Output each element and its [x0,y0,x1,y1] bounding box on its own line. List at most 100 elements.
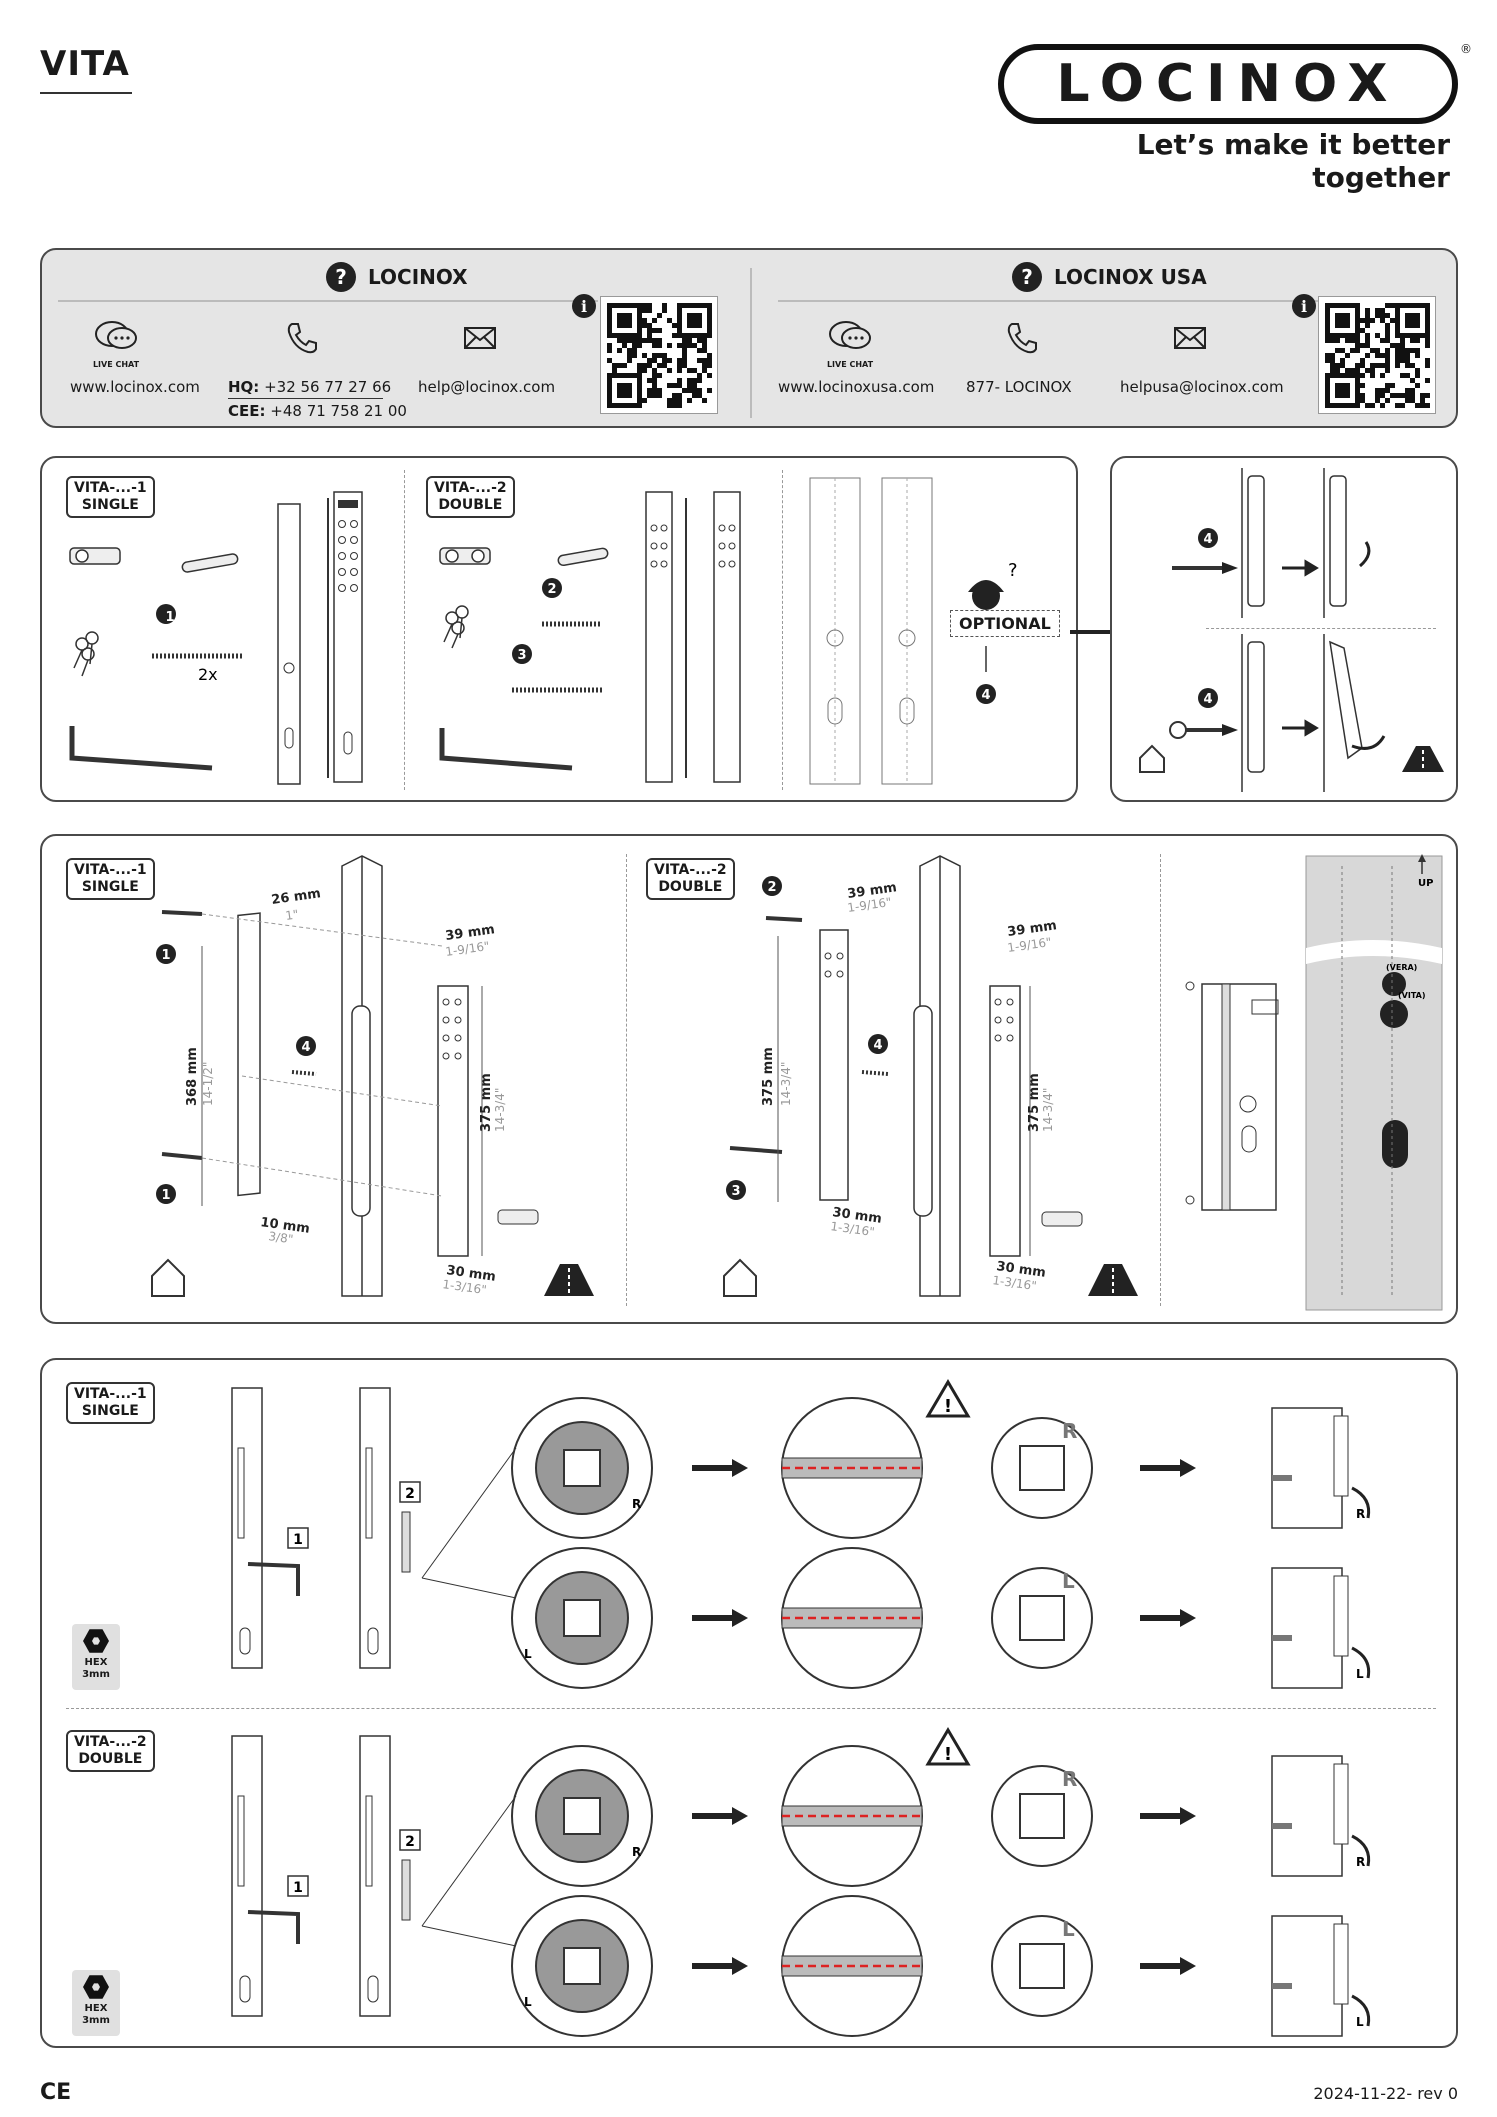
warning-icon [925,1727,971,1766]
cee-phone[interactable]: CEE: +48 71 758 21 00 [228,402,407,420]
dim-26-inch: 1" [284,907,299,923]
handing-r-label: R [1356,1855,1365,1869]
single-label: VITA-...-1 SINGLE [66,858,155,900]
lock-slot [365,1447,373,1539]
dim-10: 10 mm [259,1215,310,1237]
section-divider [626,854,627,1306]
lock-body [231,1735,263,2017]
handing-l-label: L [1356,2015,1364,2029]
dim-30-double-b-inch: 1-3/16" [992,1273,1038,1293]
cylinder-hole [367,1975,379,2003]
handing-reversal-panel: VITA-...-1 SINGLE VITA-...-2 DOUBLE HEX … [40,1358,1458,2048]
gate-frame [1271,1407,1343,1529]
title-underline [40,92,132,94]
qr-code-locinox[interactable] [600,296,718,414]
handing-l-label: L [1062,1569,1075,1593]
latch-pin [401,1859,411,1921]
hex-key-icon [83,1975,109,1999]
optional-install-illustration: 4 4 [1139,468,1444,792]
dim-375-double-a: 375 mm [761,1047,776,1106]
keypad-unit [1333,1415,1349,1497]
locinox-logo: LOCINOX ® [998,42,1472,124]
handing-r-label: R [1356,1507,1365,1521]
logo-text: LOCINOX [1056,54,1400,114]
section-divider [1206,628,1436,629]
template-vita-label: (VITA) [1398,991,1426,1000]
usa-phone[interactable]: 877- LOCINOX [966,378,1072,396]
cylinder-hole [367,1627,379,1655]
cylinder-hole [239,1975,251,2003]
dim-39-double-a-inch: 1-9/16" [846,895,892,915]
handing-l-label: L [524,1995,532,2009]
hex-key [247,1562,300,1596]
rotation-arrow [1351,1646,1371,1679]
step-2-label: 2 [405,1486,415,1502]
dim-39-double-b-inch: 1-9/16" [1006,935,1052,955]
step-box [287,1875,309,1897]
handing-r-label: R [1062,1767,1077,1791]
cylinder-hole [239,1627,251,1655]
lock-body-open [359,1735,391,2017]
live-chat-icon[interactable]: LIVE CHAT [820,320,880,369]
dim-30-inch: 1-3/16" [442,1277,488,1297]
svg-text:4: 4 [301,1040,310,1055]
single-label: VITA-...-1 SINGLE [66,476,155,518]
locinox-website-link[interactable]: www.locinox.com [70,378,200,396]
rotation-arrow [1351,1994,1371,2027]
step-1-label: 1 [293,1880,303,1896]
hq-phone[interactable]: HQ: +32 56 77 27 66 [228,378,392,396]
svg-text:1: 1 [165,610,174,625]
spindle-square [563,1797,601,1835]
live-chat-label: LIVE CHAT [92,360,140,369]
optional-label: OPTIONAL [950,610,1060,637]
usa-website-link[interactable]: www.locinoxusa.com [778,378,935,396]
handing-r-label: R [632,1497,641,1511]
qty-label: 2x [198,665,218,684]
leader-line [421,1795,517,1927]
arrow-right-icon [692,1957,748,1975]
heading-divider [778,300,1318,302]
dim-26: 26 mm [270,886,321,908]
double-label: VITA-...-2 DOUBLE [66,1730,155,1772]
column-separator [750,268,752,418]
svg-text:3: 3 [517,648,526,663]
spindle-square [1019,1595,1065,1641]
template-up-label: UP [1418,878,1433,889]
qr-code-graphic [1325,303,1430,408]
keypad-unit [1333,1763,1349,1845]
warning-icon [925,1379,971,1418]
dim-368: 368 mm [185,1047,200,1106]
usa-email-link[interactable]: helpusa@locinox.com [1120,378,1284,396]
arrow-right-icon [692,1807,748,1825]
arrow-right-icon [692,1459,748,1477]
dim-375: 375 mm [479,1073,494,1132]
handing-l-label: L [1062,1917,1075,1941]
double-label: VITA-...-2 DOUBLE [646,858,735,900]
handing-l-label: L [524,1647,532,1661]
optional-screw-panel: 4 4 [1110,456,1458,802]
rotation-arrow [1351,1486,1371,1519]
handing-l-label: L [1356,1667,1364,1681]
live-chat-icon[interactable]: LIVE CHAT [86,320,146,369]
qr-code-locinox-usa[interactable] [1318,296,1436,414]
lock-slot [237,1447,245,1539]
keypad-unit [1333,1923,1349,2005]
step-box [399,1829,421,1851]
document-title: VITA [40,44,130,84]
spindle-square [1019,1943,1065,1989]
heading-divider [58,300,598,302]
leader-line [421,1447,517,1579]
leader-line [421,1577,517,1599]
dim-39-double-b: 39 mm [1006,918,1057,940]
svg-text:1: 1 [161,948,170,963]
lock-slot [237,1795,245,1887]
dim-375-double-a-inch: 14-3/4" [779,1062,793,1106]
info-icon: i [572,294,596,318]
ce-mark: CE [40,2080,72,2105]
question-mark: ? [1008,560,1018,581]
locinox-email-link[interactable]: help@locinox.com [418,378,556,396]
dim-375-inch: 14-3/4" [493,1088,507,1132]
dim-10-inch: 3/8" [268,1229,295,1246]
arrow-right-icon [1140,1609,1196,1627]
dim-39-double-a: 39 mm [846,880,897,902]
